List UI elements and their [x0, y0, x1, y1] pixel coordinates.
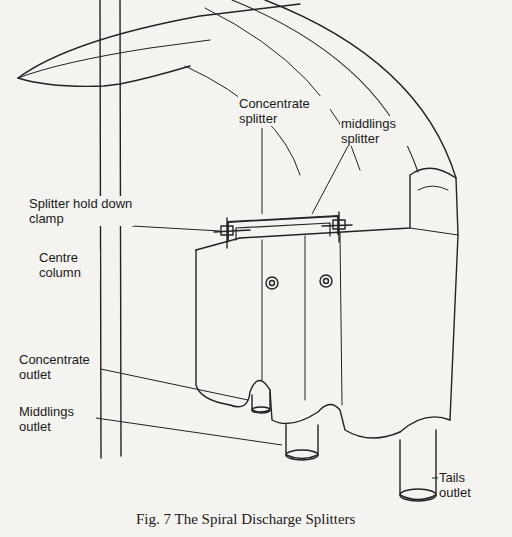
- column-label: Centre column: [38, 250, 100, 280]
- figure-caption: Fig. 7 The Spiral Discharge Splitters: [136, 510, 355, 528]
- clamp-label: Splitter hold down clamp: [28, 196, 134, 226]
- splitter-label: middlings splitter: [340, 116, 418, 146]
- outlet-label: Tails outlet: [438, 470, 496, 500]
- outlet-label: Concentrate outlet: [18, 352, 100, 382]
- outlet-label: Middlings outlet: [18, 404, 96, 434]
- splitter-label: Concentrate splitter: [238, 96, 330, 126]
